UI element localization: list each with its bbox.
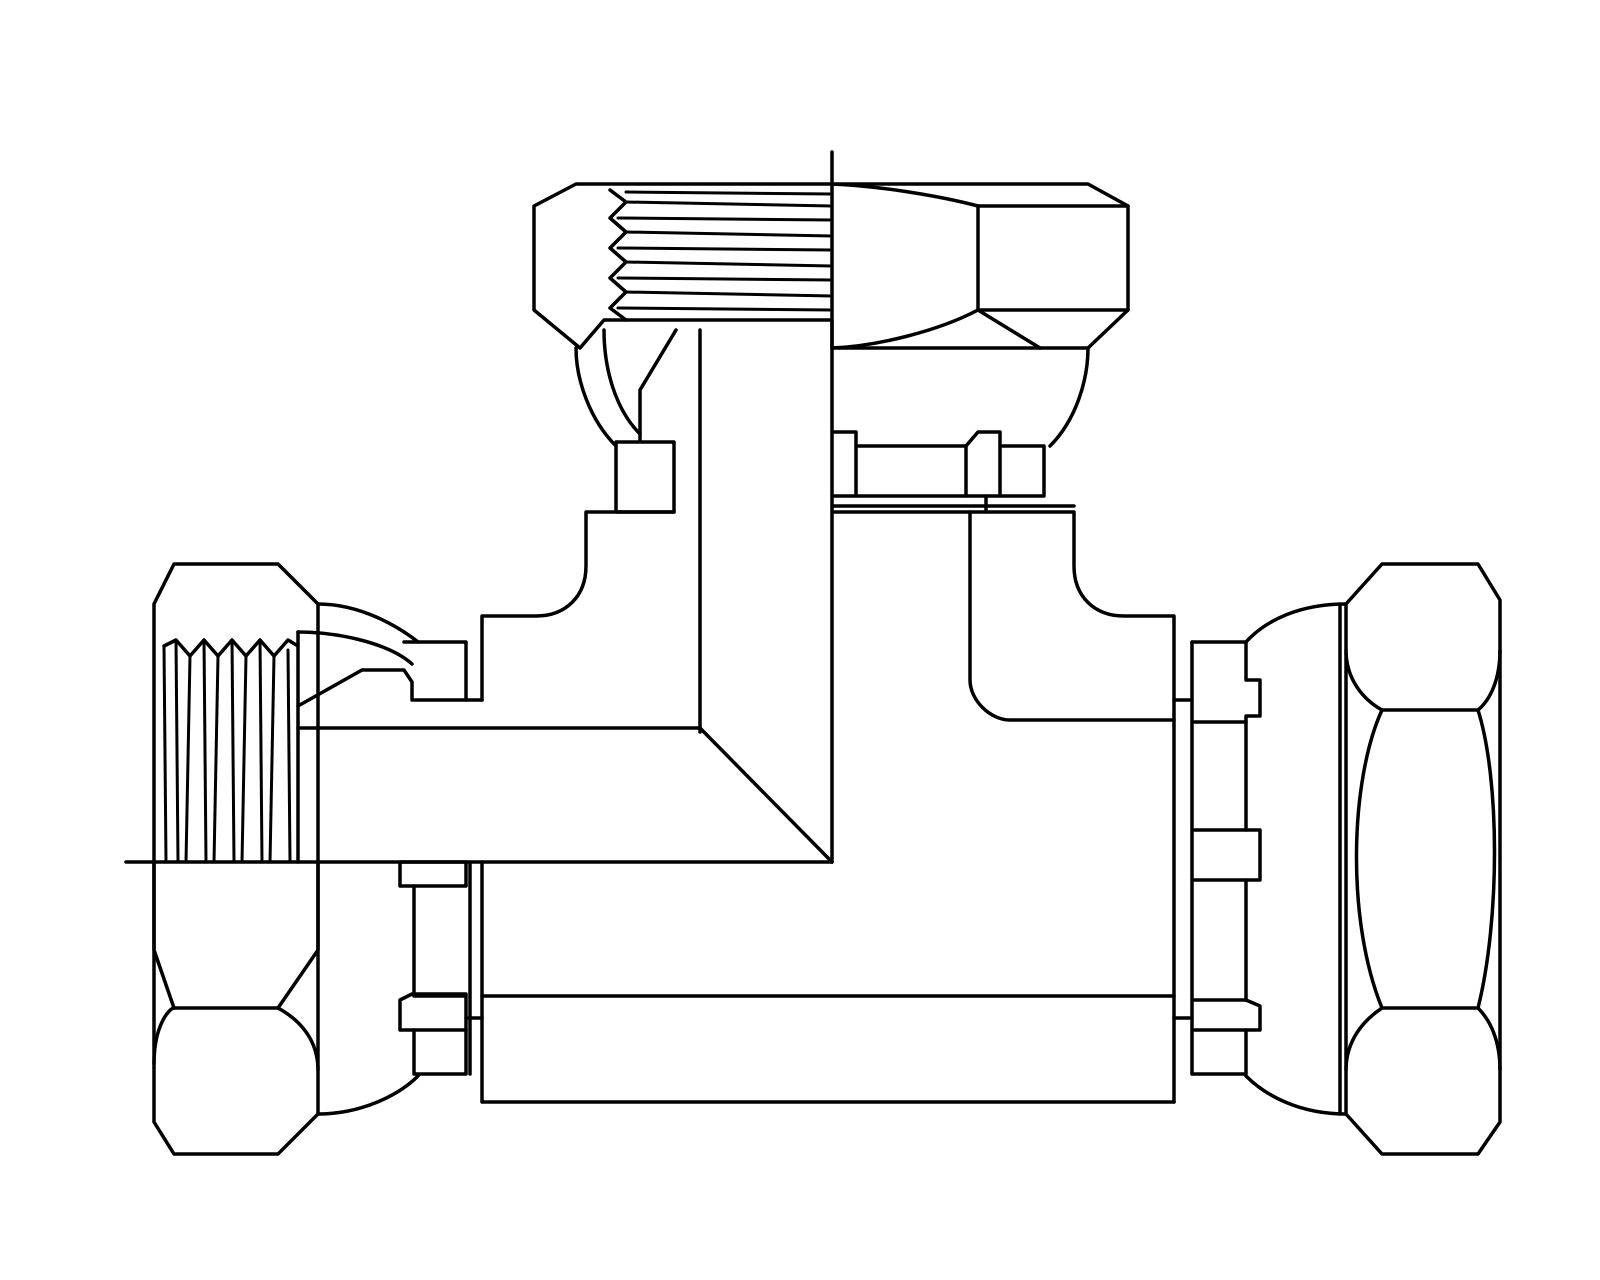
thread-line-1 [624, 190, 834, 196]
right-nut-lower-face-right [1476, 1006, 1502, 1072]
top-thread-section [608, 188, 834, 322]
right-nut-lower-face [1344, 1006, 1384, 1072]
left-nut-inner-curve [296, 630, 414, 666]
top-nut-chamfer-curve [830, 182, 980, 208]
left-seal-rings [398, 860, 484, 1076]
left-nut-chamfer-upper-right [276, 860, 320, 1010]
right-ring-band-upper [1190, 720, 1262, 1002]
top-ring-left [830, 430, 858, 498]
top-nut-inner-curve [602, 328, 642, 436]
body-horizontal-bore [296, 726, 834, 864]
thread-line-6 [624, 260, 834, 268]
right-hex-nut [1244, 562, 1502, 1156]
top-neck-section [614, 328, 702, 734]
thread-line-9 [616, 306, 834, 312]
left-nut-skirt-bottom [316, 1074, 420, 1116]
left-thread-section [162, 630, 300, 864]
top-nut-chamfer-curve-lower [830, 308, 980, 350]
left-ring-band [412, 884, 468, 998]
left-neck-section [296, 640, 484, 708]
top-nut-skirt-left [574, 346, 618, 448]
left-nut-chamfer-upper [152, 860, 176, 1010]
left-thread-line-9 [268, 654, 276, 864]
right-ring-top [1190, 640, 1262, 724]
left-thread-line-5 [212, 654, 220, 864]
left-thread-line-10 [286, 648, 292, 864]
thread-line-8 [624, 290, 834, 298]
thread-line-2 [624, 200, 834, 208]
tee-body [296, 510, 1176, 1104]
left-hex-nut [152, 562, 420, 1156]
left-thread-line-7 [240, 654, 248, 864]
top-nut-hex-face [976, 204, 1042, 350]
right-nut-middle-face-right [1476, 708, 1497, 1010]
top-neck-inner [614, 328, 678, 514]
right-nut-upper-face-right [1476, 648, 1502, 712]
left-thread-line-6 [230, 638, 236, 864]
thread-line-5 [616, 246, 834, 252]
left-thread-line-4 [202, 638, 208, 864]
right-nut-outline [1344, 562, 1502, 1156]
left-nut-hex-face-right [276, 1006, 320, 1072]
right-seal-rings [1172, 640, 1262, 1076]
thread-line-3 [616, 216, 834, 222]
left-nut-outline [152, 562, 320, 1156]
top-nut-outline [532, 182, 1130, 350]
left-neck-step [402, 640, 468, 702]
left-neck-inner [296, 668, 484, 708]
body-right-bore [968, 510, 1176, 722]
right-ring-lip [1190, 998, 1262, 1076]
left-thread-line-3 [184, 654, 192, 864]
body-lower-left [480, 860, 1176, 1104]
right-nut-upper-face [1344, 648, 1384, 712]
left-ring-top [398, 860, 468, 888]
top-ring-outer [998, 444, 1046, 498]
left-nut-hex-face [152, 1006, 176, 1066]
left-ring-bottom [412, 1028, 468, 1076]
top-ring-right [964, 430, 1002, 498]
top-hex-nut [532, 182, 1130, 448]
right-nut-skirt-top [1244, 602, 1348, 644]
top-thread-profile [608, 188, 628, 322]
left-nut-skirt-top [316, 602, 420, 644]
left-thread-line-8 [258, 638, 264, 864]
body-left-shoulder [480, 510, 676, 702]
left-thread-line-1 [162, 644, 168, 864]
body-right-shoulder [830, 510, 1176, 1104]
top-ring-band [854, 444, 968, 498]
top-seal-rings [830, 430, 1076, 514]
right-nut-middle-face [1354, 708, 1384, 1010]
left-thread-line-2 [174, 638, 180, 864]
top-nut-skirt-right [1048, 346, 1090, 448]
thread-line-7 [616, 276, 834, 282]
right-nut-skirt-bottom [1244, 1074, 1348, 1116]
left-ring-lip [398, 992, 468, 1032]
thread-line-4 [624, 230, 834, 238]
